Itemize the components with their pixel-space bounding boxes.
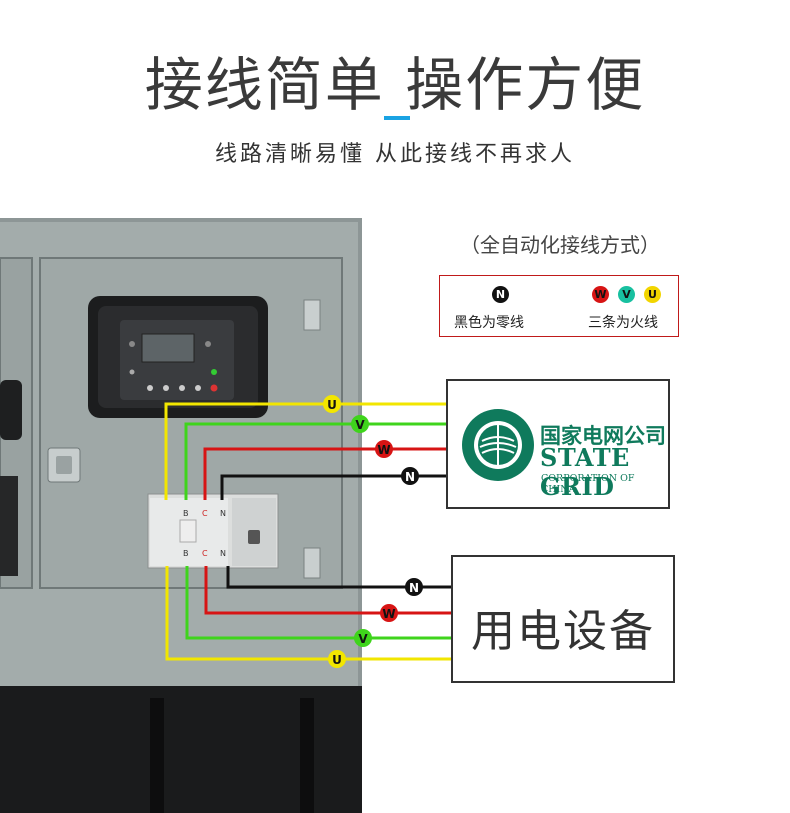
wire-label-w-in: W bbox=[375, 440, 393, 458]
wiring-mode-label: （全自动化接线方式） bbox=[460, 233, 660, 257]
svg-text:C: C bbox=[202, 509, 208, 518]
wire-label-u-in: U bbox=[323, 395, 341, 413]
wire-w-out bbox=[204, 566, 451, 615]
svg-text:U: U bbox=[332, 653, 342, 667]
wire-u-out bbox=[165, 566, 451, 661]
svg-text:N: N bbox=[405, 470, 415, 484]
wire-w-in bbox=[203, 447, 446, 500]
wire-n-out bbox=[226, 566, 451, 589]
wire-label-v-in: V bbox=[351, 415, 369, 433]
live-dot-v: V bbox=[618, 286, 635, 303]
grid-name-en: STATE GRID bbox=[540, 443, 630, 501]
wire-label-n-out: N bbox=[405, 578, 423, 596]
svg-text:N: N bbox=[220, 549, 226, 558]
svg-text:C: C bbox=[202, 549, 208, 558]
svg-text:V: V bbox=[358, 632, 368, 646]
load-equipment-box: 用电设备 bbox=[451, 555, 675, 683]
svg-text:U: U bbox=[327, 398, 337, 412]
grid-name-cn: 国家电网公司 bbox=[540, 424, 666, 448]
load-label: 用电设备 bbox=[471, 606, 655, 657]
neutral-label: 黑色为零线 bbox=[454, 315, 524, 331]
state-grid-box: 国家电网公司 STATE GRID CORPORATION OF CHINA bbox=[446, 379, 670, 509]
wire-label-n-in: N bbox=[401, 467, 419, 485]
live-dot-u: U bbox=[644, 286, 661, 303]
title-underline bbox=[384, 116, 410, 120]
neutral-dot: N bbox=[492, 286, 509, 303]
wire-label-u-out: U bbox=[328, 650, 346, 668]
svg-text:N: N bbox=[220, 509, 226, 518]
svg-text:B: B bbox=[183, 549, 189, 558]
grid-name-en-sub: CORPORATION OF CHINA bbox=[541, 473, 635, 495]
state-grid-logo bbox=[462, 409, 534, 481]
wire-n-in bbox=[220, 474, 446, 500]
wire-u-in bbox=[164, 402, 446, 500]
controller-display bbox=[141, 333, 195, 363]
svg-text:W: W bbox=[377, 443, 390, 457]
svg-text:V: V bbox=[355, 418, 365, 432]
wire-label-v-out: V bbox=[354, 629, 372, 647]
live-dot-w: W bbox=[592, 286, 609, 303]
svg-text:W: W bbox=[382, 607, 395, 621]
svg-text:N: N bbox=[409, 581, 419, 595]
page-subtitle: 线路清晰易懂 从此接线不再求人 bbox=[215, 142, 575, 167]
wire-legend: N W V U 黑色为零线 三条为火线 bbox=[439, 275, 679, 337]
page-title: 接线简单 操作方便 bbox=[144, 51, 646, 119]
svg-text:B: B bbox=[183, 509, 189, 518]
wire-label-w-out: W bbox=[380, 604, 398, 622]
live-label: 三条为火线 bbox=[588, 315, 658, 331]
